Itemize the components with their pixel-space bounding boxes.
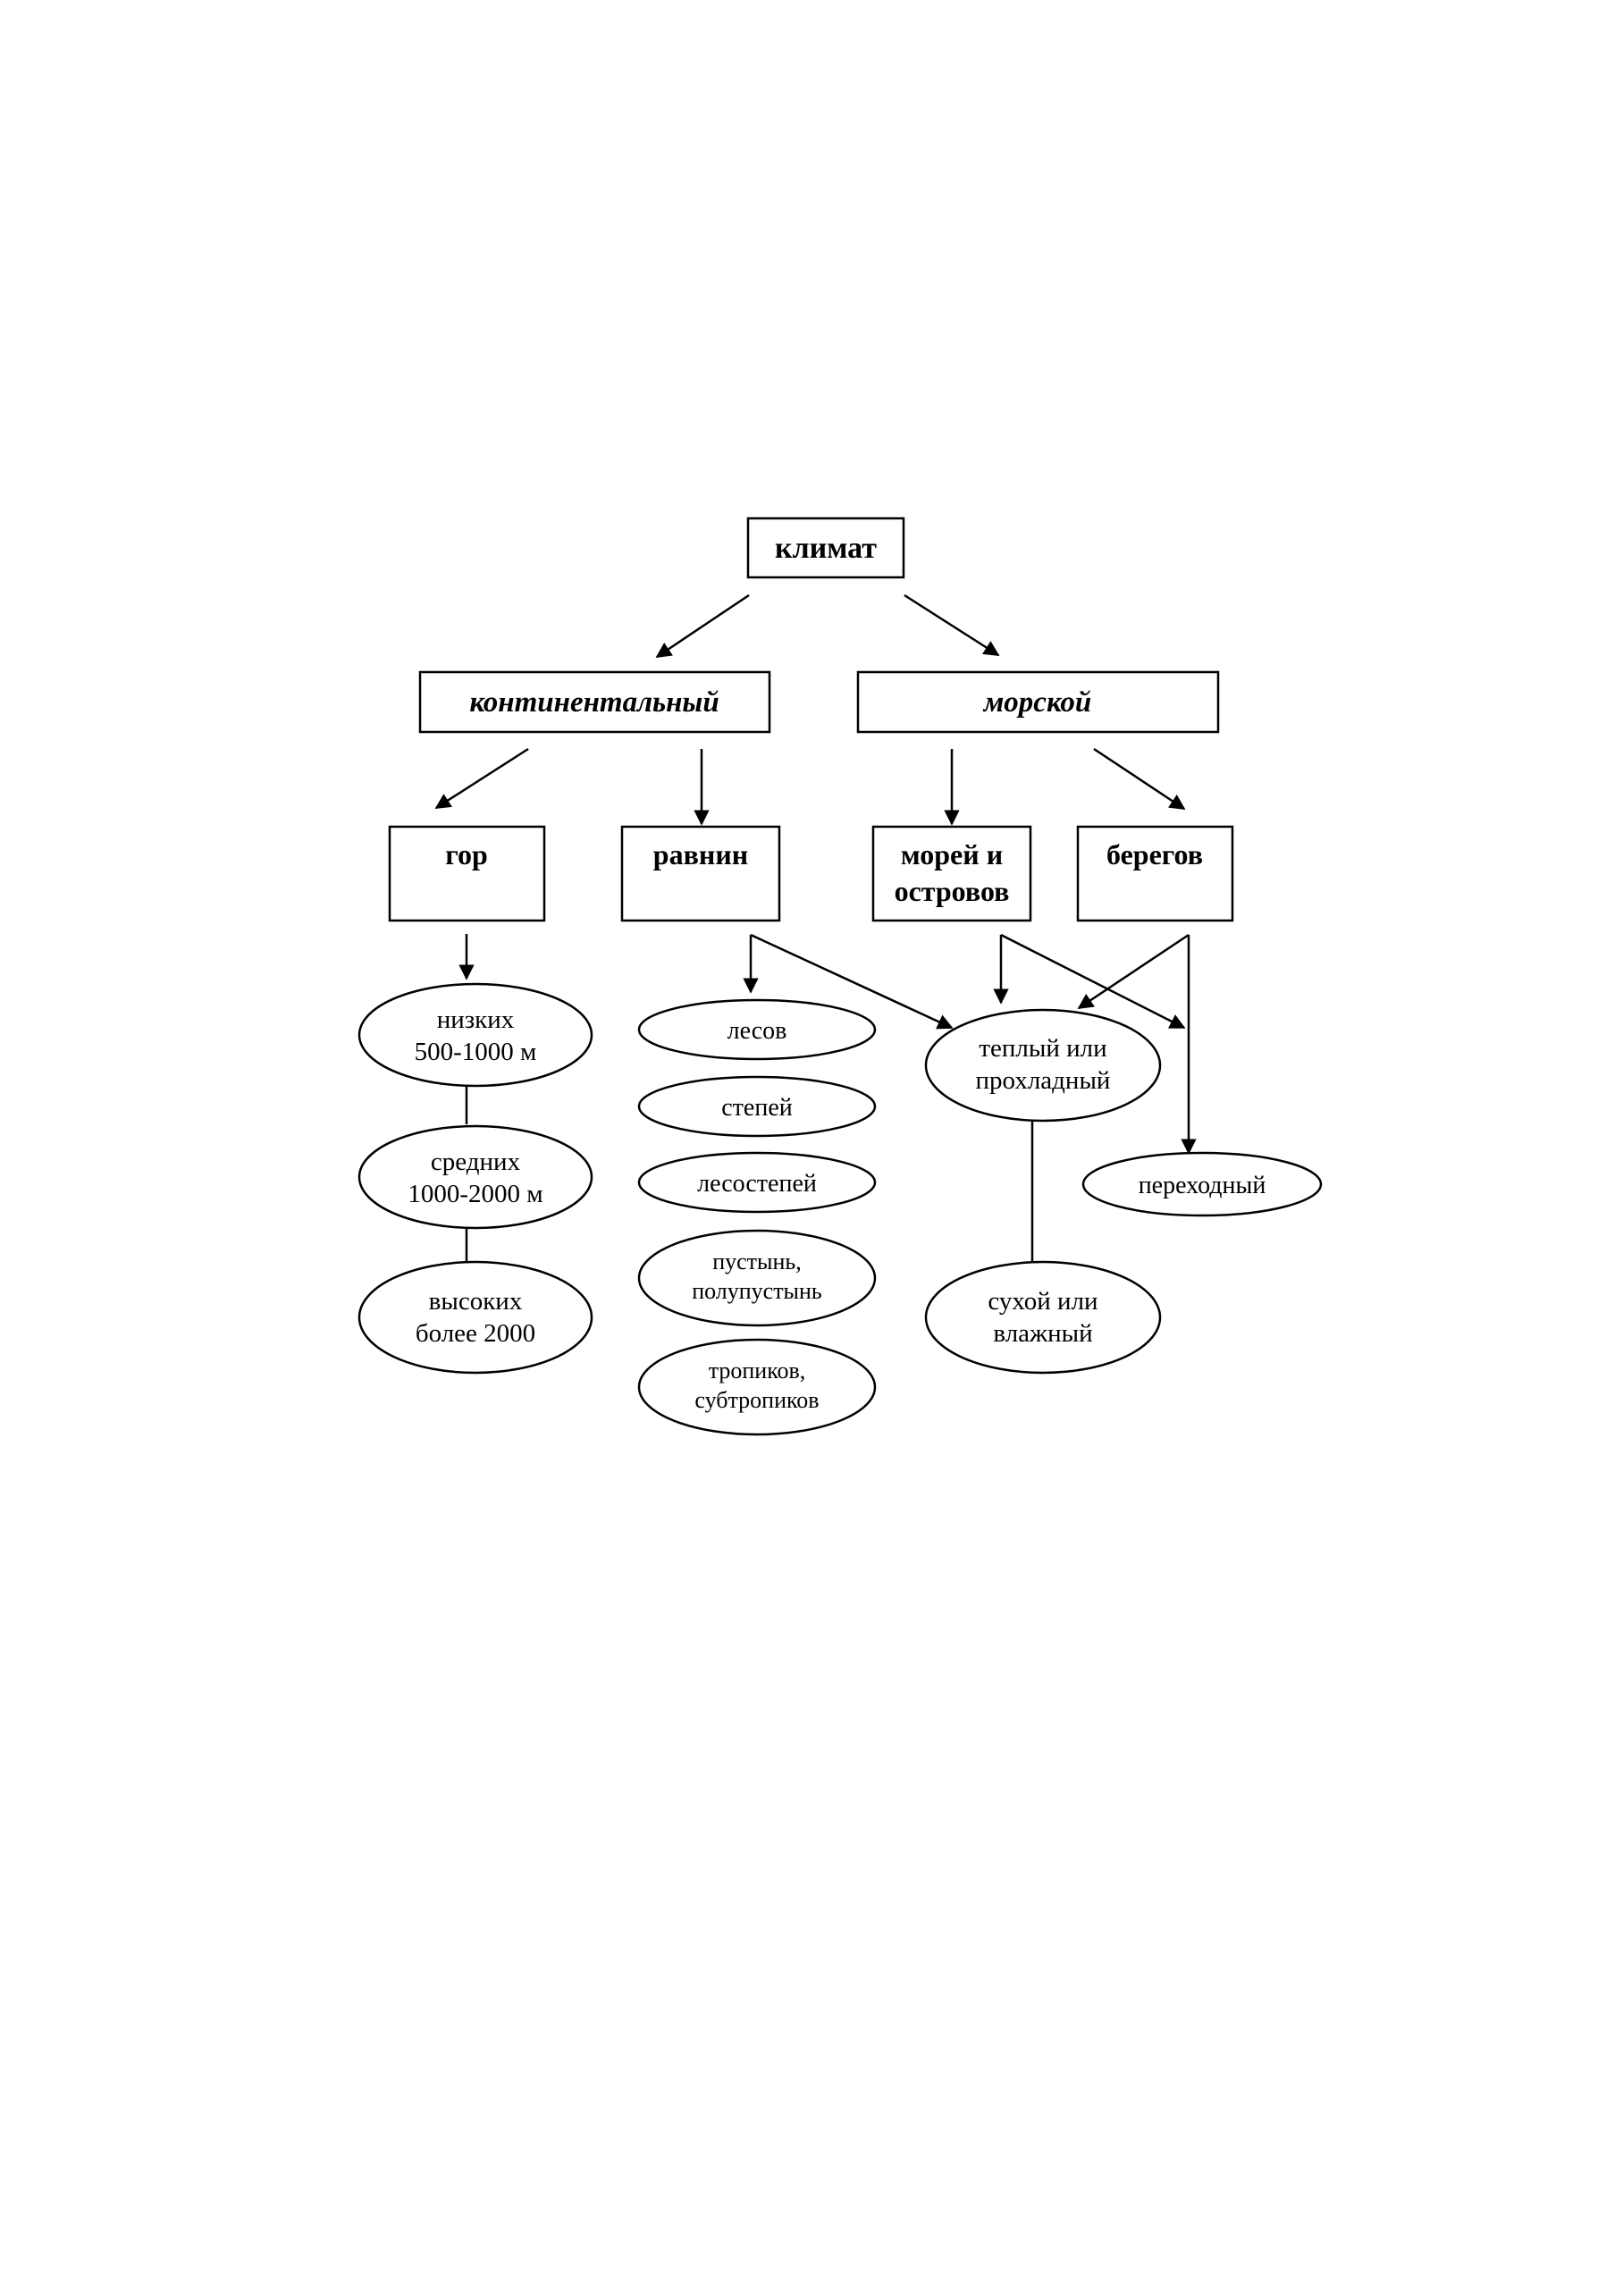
dry-humid-line1: сухой или bbox=[988, 1287, 1097, 1316]
plains-label: равнин bbox=[653, 838, 748, 870]
continental-label: континентальный bbox=[469, 686, 719, 719]
forest-steppes-label: лесостепей bbox=[697, 1170, 817, 1198]
low-mountains-line1: низких bbox=[437, 1005, 515, 1034]
forest-steppes-node: лесостепей bbox=[637, 1151, 877, 1214]
steppes-label: степей bbox=[721, 1094, 793, 1122]
low-mountains-node: низких 500-1000 м bbox=[357, 982, 593, 1088]
arrow-marine-to-coasts bbox=[1093, 747, 1186, 811]
warm-cool-line2: прохладный bbox=[976, 1066, 1111, 1095]
dry-humid-node: сухой или влажный bbox=[924, 1260, 1162, 1375]
mid-mountains-line1: средних bbox=[431, 1148, 521, 1176]
arrow-root-to-continental bbox=[655, 593, 750, 659]
arrow-seas-to-transitional bbox=[1000, 933, 1186, 1030]
transitional-label: переходный bbox=[1139, 1172, 1266, 1199]
root-label: климат bbox=[775, 532, 877, 565]
warm-cool-line1: теплый или bbox=[979, 1034, 1106, 1063]
steppes-node: степей bbox=[637, 1075, 877, 1138]
deserts-line1: пустынь, bbox=[712, 1249, 802, 1274]
plains-node: равнин bbox=[620, 825, 781, 922]
high-mountains-node: высоких более 2000 bbox=[357, 1260, 593, 1375]
tropics-line2: субтропиков bbox=[694, 1387, 819, 1413]
continental-node: континентальный bbox=[418, 670, 771, 734]
forests-label: лесов bbox=[727, 1017, 787, 1045]
mountains-label: гор bbox=[445, 838, 488, 870]
mid-mountains-line2: 1000-2000 м bbox=[408, 1180, 542, 1208]
deserts-line2: полупустынь bbox=[692, 1278, 822, 1304]
marine-node: морской bbox=[856, 670, 1220, 734]
connectors bbox=[434, 593, 1197, 1263]
tropics-line1: тропиков, bbox=[709, 1358, 806, 1383]
low-mountains-line2: 500-1000 м bbox=[415, 1038, 537, 1066]
forests-node: лесов bbox=[637, 998, 877, 1061]
transitional-node: переходный bbox=[1081, 1151, 1323, 1217]
seas-label-line2: островов bbox=[895, 875, 1010, 907]
root-node: климат bbox=[746, 517, 905, 579]
coasts-label: берегов bbox=[1106, 838, 1203, 870]
arrow-plains-to-warm bbox=[750, 933, 954, 1030]
mid-mountains-node: средних 1000-2000 м bbox=[357, 1124, 593, 1230]
marine-label: морской bbox=[982, 686, 1092, 719]
warm-cool-node: теплый или прохладный bbox=[924, 1008, 1162, 1123]
mountains-node: гор bbox=[388, 825, 546, 922]
seas-node: морей и островов bbox=[871, 825, 1032, 922]
tropics-node: тропиков, субтропиков bbox=[637, 1338, 877, 1436]
high-mountains-line2: более 2000 bbox=[416, 1319, 535, 1348]
coasts-node: берегов bbox=[1076, 825, 1234, 922]
seas-label-line1: морей и bbox=[901, 838, 1003, 870]
arrow-root-to-marine bbox=[904, 593, 1000, 657]
arrow-continental-to-mountains bbox=[434, 747, 529, 810]
dry-humid-line2: влажный bbox=[993, 1319, 1092, 1348]
deserts-node: пустынь, полупустынь bbox=[637, 1229, 877, 1327]
arrow-coasts-to-warm bbox=[1077, 933, 1190, 1010]
high-mountains-line1: высоких bbox=[429, 1287, 523, 1316]
